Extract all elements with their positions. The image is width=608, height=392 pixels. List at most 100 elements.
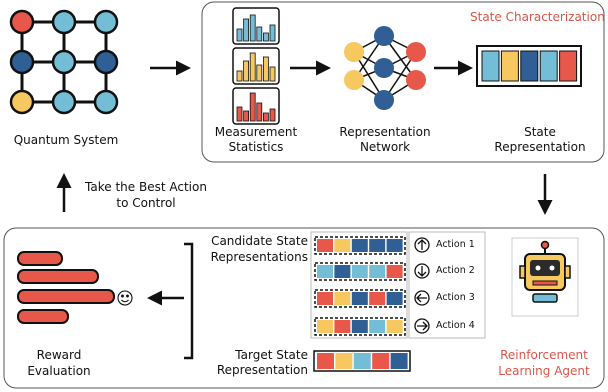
candidate-cell <box>351 292 368 305</box>
agent-label-line1: Reinforcement <box>500 348 588 362</box>
network-node <box>406 42 426 62</box>
candidate-cell <box>317 239 333 252</box>
histogram-bar <box>249 52 256 82</box>
reward-bar <box>17 289 115 304</box>
network-node <box>374 58 394 78</box>
arrow-up-icon <box>414 237 430 253</box>
reward-bar <box>17 251 63 266</box>
histogram-bar <box>236 70 243 82</box>
target-cell <box>353 353 371 369</box>
histogram-bar <box>243 110 250 122</box>
histogram-bars <box>236 14 276 122</box>
network-label-line1: Representation <box>339 125 431 139</box>
arrow-right-icon <box>414 318 430 334</box>
lattice-node <box>51 89 77 115</box>
lattice-node <box>9 9 35 35</box>
candidate-label-line2: Representations <box>210 250 308 264</box>
state-characterization-panel <box>201 1 605 163</box>
reward-label-line2: Evaluation <box>27 364 91 378</box>
histogram-bar <box>249 14 256 42</box>
candidate-cell <box>317 265 333 278</box>
rl-panel <box>3 227 605 389</box>
reward-bar <box>17 269 99 284</box>
candidate-cell <box>334 292 351 305</box>
state-representation-cells <box>481 50 578 82</box>
histogram-bar <box>262 112 269 122</box>
histogram-bar <box>269 24 276 42</box>
candidate-cell <box>334 320 351 333</box>
lattice-node <box>93 89 119 115</box>
candidate-cell <box>317 320 333 333</box>
quantum-system-label: Quantum System <box>13 133 119 147</box>
action-4-label: Action 4 <box>436 320 475 331</box>
candidate-cell <box>369 292 386 305</box>
candidate-cell <box>351 239 368 252</box>
state-repr-label-line2: Representation <box>494 140 586 154</box>
lattice-node <box>9 49 35 75</box>
histogram-bar <box>269 108 276 122</box>
representation-network <box>344 26 426 110</box>
arrow-left-icon <box>414 290 430 306</box>
reward-bars <box>17 251 115 324</box>
target-label-line2: Representation <box>216 363 308 377</box>
histogram-bar <box>256 102 263 122</box>
agent-label-line2: Learning Agent <box>498 364 590 378</box>
candidate-cell <box>386 239 403 252</box>
best-action-label-line2: to Control <box>116 196 176 210</box>
lattice-node <box>51 9 77 35</box>
histogram-bar <box>249 92 256 122</box>
candidate-cell <box>386 265 403 278</box>
candidate-row-frame <box>314 262 406 281</box>
histogram-bar <box>236 106 243 122</box>
lattice-node <box>93 9 119 35</box>
state-cell <box>520 50 539 82</box>
candidate-cell <box>334 239 351 252</box>
candidate-cell <box>317 292 333 305</box>
state-repr-label-line1: State <box>524 125 556 139</box>
candidate-row-frame <box>314 236 406 255</box>
lattice-nodes <box>9 9 119 115</box>
state-cell <box>559 50 578 82</box>
network-node <box>344 42 364 62</box>
reward-bar <box>17 309 69 324</box>
candidate-frame <box>310 231 408 339</box>
histogram-bar <box>262 56 269 82</box>
candidate-row-frame <box>314 317 406 336</box>
robot-icon <box>511 237 579 317</box>
state-cell <box>539 50 558 82</box>
target-row-frame <box>313 350 411 372</box>
action-icons <box>414 237 430 334</box>
histogram-bar <box>256 64 263 82</box>
action-1-label: Action 1 <box>436 239 475 250</box>
actions-frame <box>408 231 486 339</box>
state-cell <box>500 50 519 82</box>
target-cell <box>372 353 390 369</box>
action-2-label: Action 2 <box>436 265 475 276</box>
best-action-label-line1: Take the Best Action <box>85 180 207 194</box>
candidate-cell <box>351 265 368 278</box>
network-node <box>374 90 394 110</box>
network-node <box>406 70 426 90</box>
candidate-cell <box>369 239 386 252</box>
candidate-cell <box>369 320 386 333</box>
histogram-bar <box>243 18 250 42</box>
target-label-line1: Target State <box>235 348 308 362</box>
lattice-node <box>93 49 119 75</box>
network-node <box>374 26 394 46</box>
candidate-label-line1: Candidate State <box>211 234 308 248</box>
state-characterization-title: State Characterization <box>470 10 605 24</box>
candidate-rows <box>314 236 406 336</box>
histogram-bar <box>243 60 250 82</box>
candidate-cell <box>351 320 368 333</box>
action-3-label: Action 3 <box>436 292 475 303</box>
network-node <box>344 70 364 90</box>
arrow-down-icon <box>414 263 430 279</box>
measurement-label-line2: Statistics <box>228 140 284 154</box>
histogram-bar <box>262 32 269 42</box>
candidate-cell <box>334 265 351 278</box>
histogram-bar <box>236 28 243 42</box>
smiley-icon <box>117 290 133 306</box>
target-cell <box>317 353 334 369</box>
measurement-label-line1: Measurement <box>214 125 298 139</box>
